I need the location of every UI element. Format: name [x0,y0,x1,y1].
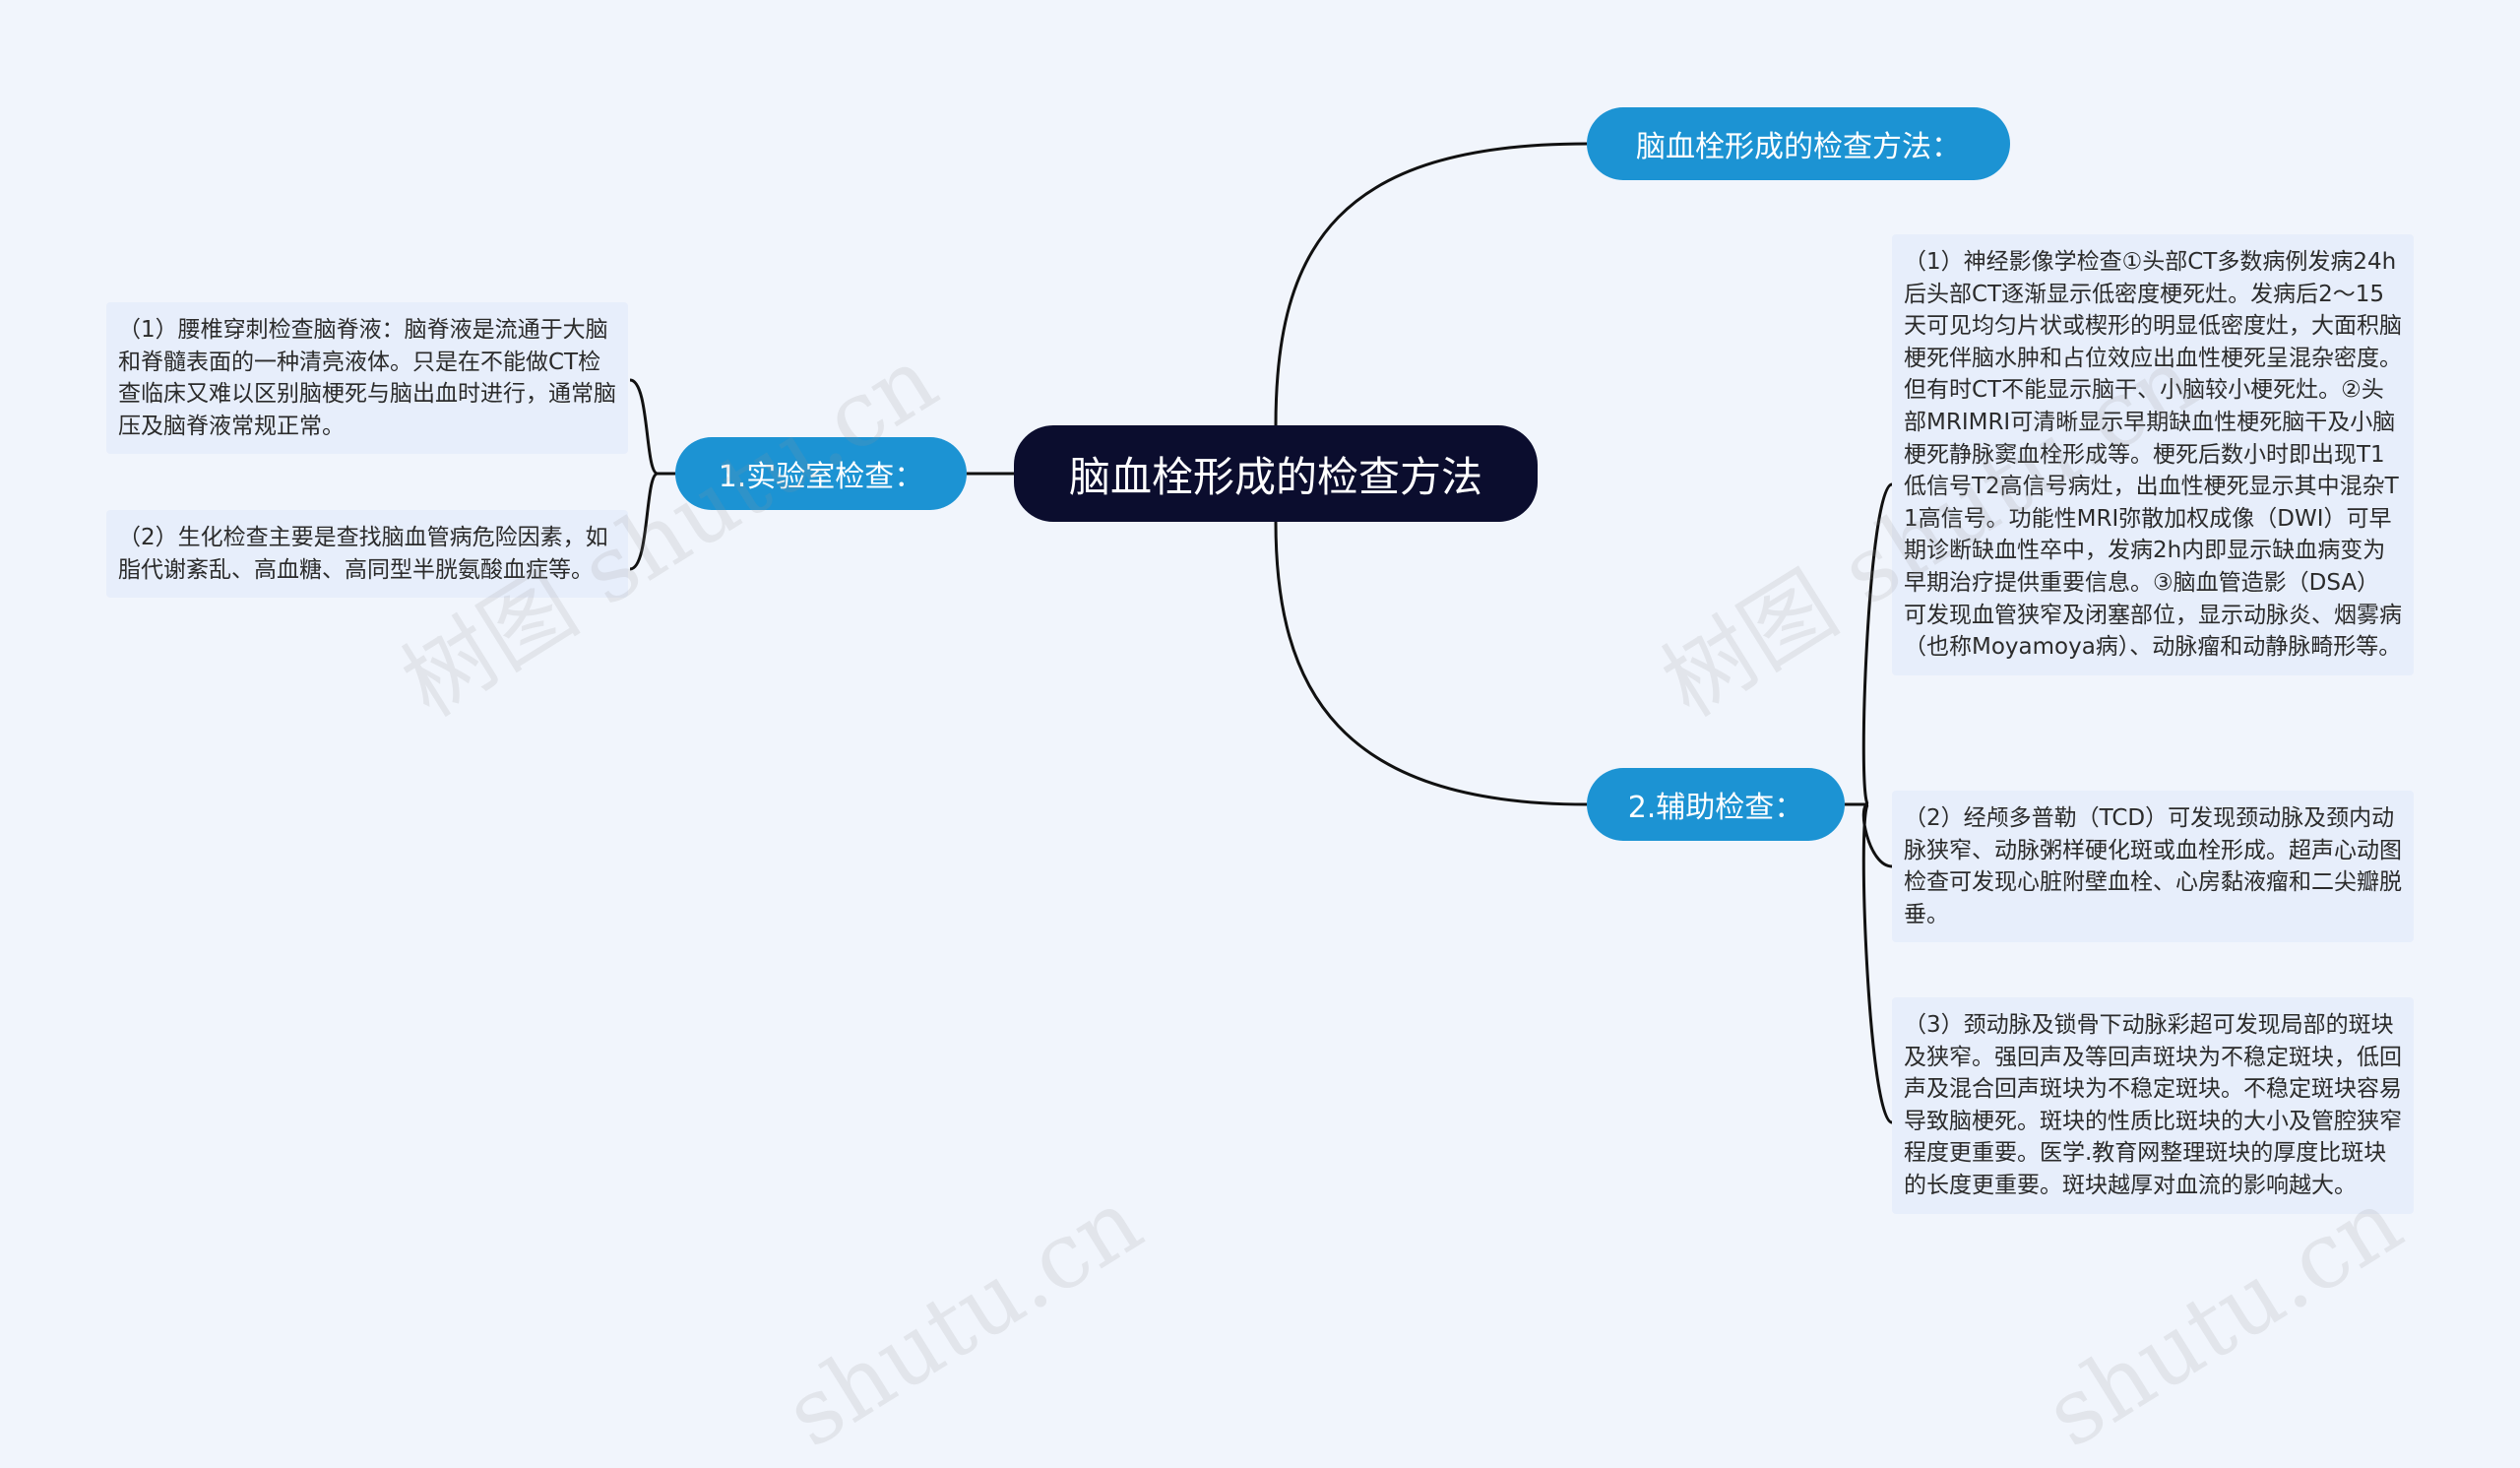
branch-lab-exam[interactable]: 1.实验室检查： [675,437,967,510]
connector-lines [629,142,1893,1124]
link-root-title [1274,142,1588,426]
branch-auxiliary-exam[interactable]: 2.辅助检查： [1587,768,1845,841]
leaf-tcd[interactable]: （2）经颅多普勒（TCD）可发现颈动脉及颈内动脉狭窄、动脉粥样硬化斑或血栓形成。… [1892,791,2414,943]
link-lab-bracket [629,378,675,571]
branch-title-node[interactable]: 脑血栓形成的检查方法： [1587,107,2010,180]
leaf-neuroimaging[interactable]: （1）神经影像学检查①头部CT多数病例发病24h后头部CT逐渐显示低密度梗死灶。… [1892,234,2414,675]
link-root-auxiliary [1274,521,1588,806]
leaf-biochemistry[interactable]: （2）生化检查主要是查找脑血管病危险因素，如脂代谢紊乱、高血糖、高同型半胱氨酸血… [106,510,628,599]
root-node[interactable]: 脑血栓形成的检查方法 [1014,425,1538,522]
leaf-lumbar-puncture[interactable]: （1）腰椎穿刺检查脑脊液：脑脊液是流通于大脑和脊髓表面的一种清亮液体。只是在不能… [106,302,628,455]
link-aux-bracket [1845,482,1893,1124]
leaf-carotid-ultrasound[interactable]: （3）颈动脉及锁骨下动脉彩超可发现局部的斑块及狭窄。强回声及等回声斑块为不稳定斑… [1892,997,2414,1214]
